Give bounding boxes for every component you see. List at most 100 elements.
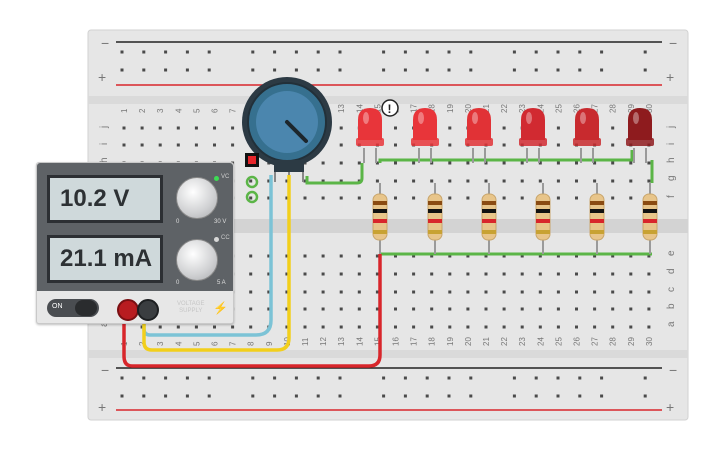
- rail-hole[interactable]: [556, 394, 560, 398]
- terminal-hole[interactable]: [520, 325, 524, 329]
- terminal-hole[interactable]: [412, 290, 416, 294]
- terminal-hole[interactable]: [629, 254, 633, 258]
- terminal-hole[interactable]: [412, 325, 416, 329]
- rail-hole[interactable]: [643, 68, 647, 72]
- rail-hole[interactable]: [120, 376, 124, 380]
- rail-hole[interactable]: [294, 68, 298, 72]
- rail-hole[interactable]: [512, 394, 516, 398]
- terminal-hole[interactable]: [538, 307, 542, 311]
- terminal-hole[interactable]: [303, 272, 307, 276]
- rail-hole[interactable]: [534, 50, 538, 54]
- terminal-hole[interactable]: [375, 325, 379, 329]
- rail-hole[interactable]: [600, 68, 604, 72]
- terminal-hole[interactable]: [375, 290, 379, 294]
- rail-hole[interactable]: [382, 50, 386, 54]
- terminal-hole[interactable]: [448, 254, 452, 258]
- terminal-hole[interactable]: [448, 272, 452, 276]
- terminal-hole[interactable]: [611, 307, 615, 311]
- terminal-hole[interactable]: [629, 196, 633, 200]
- terminal-hole[interactable]: [285, 272, 289, 276]
- rail-hole[interactable]: [142, 376, 146, 380]
- rail-hole[interactable]: [447, 394, 451, 398]
- terminal-hole[interactable]: [357, 325, 361, 329]
- red-led[interactable]: [626, 108, 654, 146]
- rail-hole[interactable]: [469, 394, 473, 398]
- terminal-hole[interactable]: [321, 161, 325, 165]
- terminal-hole[interactable]: [484, 179, 488, 183]
- terminal-hole[interactable]: [303, 196, 307, 200]
- terminal-hole[interactable]: [466, 161, 470, 165]
- terminal-hole[interactable]: [629, 179, 633, 183]
- rail-hole[interactable]: [382, 68, 386, 72]
- terminal-hole[interactable]: [466, 196, 470, 200]
- rail-hole[interactable]: [556, 68, 560, 72]
- terminal-hole[interactable]: [412, 179, 416, 183]
- rail-hole[interactable]: [142, 50, 146, 54]
- rail-hole[interactable]: [164, 394, 168, 398]
- terminal-hole[interactable]: [556, 179, 560, 183]
- rail-hole[interactable]: [512, 68, 516, 72]
- yellow-wire[interactable]: [142, 175, 291, 352]
- rail-hole[interactable]: [469, 376, 473, 380]
- rail-hole[interactable]: [578, 68, 582, 72]
- terminal-hole[interactable]: [502, 161, 506, 165]
- terminal-hole[interactable]: [430, 179, 434, 183]
- terminal-hole[interactable]: [448, 325, 452, 329]
- rail-hole[interactable]: [164, 68, 168, 72]
- terminal-hole[interactable]: [375, 161, 379, 165]
- rail-hole[interactable]: [251, 50, 255, 54]
- terminal-hole[interactable]: [430, 325, 434, 329]
- terminal-hole[interactable]: [285, 179, 289, 183]
- leds[interactable]: [356, 108, 654, 146]
- terminal-hole[interactable]: [231, 126, 235, 130]
- terminal-hole[interactable]: [303, 179, 307, 183]
- terminal-hole[interactable]: [267, 196, 271, 200]
- green-wires[interactable]: [305, 150, 654, 256]
- potentiometer[interactable]: [242, 77, 332, 182]
- terminal-hole[interactable]: [430, 290, 434, 294]
- terminal-hole[interactable]: [285, 254, 289, 258]
- terminal-hole[interactable]: [303, 325, 307, 329]
- red-led[interactable]: [411, 108, 439, 146]
- terminal-hole[interactable]: [140, 126, 144, 130]
- rail-hole[interactable]: [425, 68, 429, 72]
- terminal-hole[interactable]: [249, 179, 253, 183]
- rail-hole[interactable]: [338, 394, 342, 398]
- rail-hole[interactable]: [273, 68, 277, 72]
- rail-hole[interactable]: [316, 50, 320, 54]
- terminal-hole[interactable]: [502, 196, 506, 200]
- terminal-hole[interactable]: [611, 161, 615, 165]
- current-knob[interactable]: [176, 239, 218, 281]
- terminal-hole[interactable]: [194, 143, 198, 147]
- terminal-hole[interactable]: [466, 307, 470, 311]
- terminal-hole[interactable]: [158, 143, 162, 147]
- terminal-hole[interactable]: [484, 254, 488, 258]
- terminal-hole[interactable]: [430, 307, 434, 311]
- terminal-hole[interactable]: [611, 126, 615, 130]
- terminal-hole[interactable]: [394, 307, 397, 311]
- terminal-hole[interactable]: [339, 126, 343, 130]
- terminal-hole[interactable]: [593, 254, 597, 258]
- terminal-hole[interactable]: [430, 254, 434, 258]
- terminal-hole[interactable]: [611, 272, 615, 276]
- terminal-hole[interactable]: [593, 290, 597, 294]
- terminal-hole[interactable]: [448, 307, 452, 311]
- terminal-hole[interactable]: [466, 325, 470, 329]
- terminal-hole[interactable]: [375, 272, 379, 276]
- rail-hole[interactable]: [643, 50, 647, 54]
- terminal-hole[interactable]: [231, 325, 235, 329]
- terminal-hole[interactable]: [647, 325, 651, 329]
- terminal-hole[interactable]: [502, 325, 506, 329]
- rail-hole[interactable]: [578, 394, 582, 398]
- rail-hole[interactable]: [382, 394, 386, 398]
- terminal-hole[interactable]: [611, 254, 615, 258]
- terminal-hole[interactable]: [122, 126, 126, 130]
- resistor[interactable]: [642, 183, 658, 254]
- terminal-hole[interactable]: [249, 290, 253, 294]
- terminal-hole[interactable]: [213, 126, 216, 130]
- rail-hole[interactable]: [207, 68, 211, 72]
- terminal-hole[interactable]: [448, 290, 452, 294]
- terminal-hole[interactable]: [339, 325, 343, 329]
- rail-hole[interactable]: [294, 50, 298, 54]
- terminal-hole[interactable]: [575, 272, 578, 276]
